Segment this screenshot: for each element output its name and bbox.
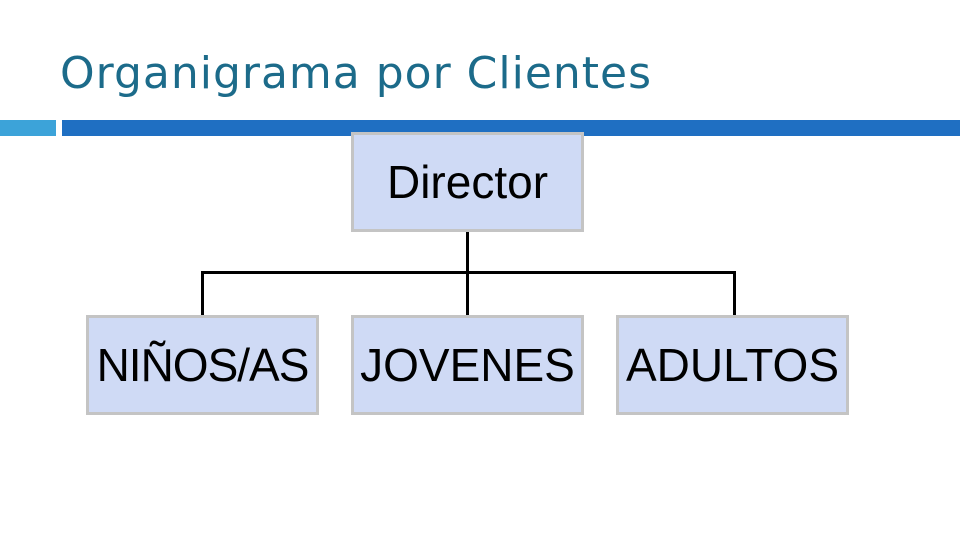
slide-title: Organigrama por Clientes [60, 48, 653, 99]
connector-to-adultos [733, 271, 736, 315]
connector-root-stem [466, 232, 469, 273]
title-rule-bar [62, 120, 960, 136]
org-node-adultos: ADULTOS [616, 315, 849, 415]
org-node-ninos: NIÑOS/AS [86, 315, 319, 415]
org-node-director: Director [351, 132, 584, 232]
title-rule-accent [0, 120, 56, 136]
connector-to-ninos [201, 271, 204, 315]
connector-to-jovenes [466, 271, 469, 315]
org-node-jovenes: JOVENES [351, 315, 584, 415]
